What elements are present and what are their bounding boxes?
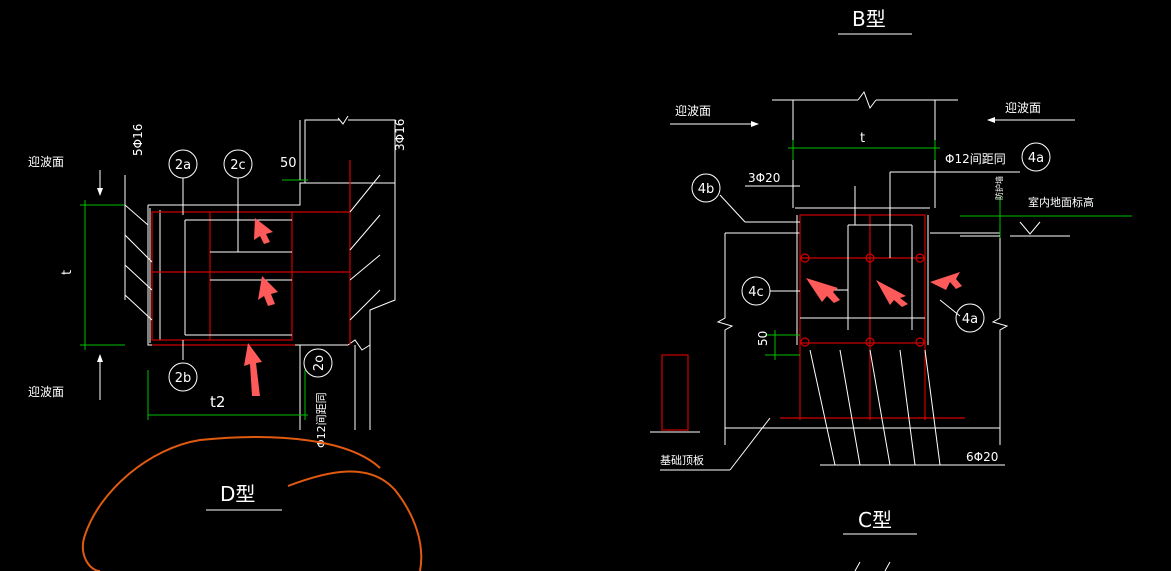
left-leaders bbox=[97, 170, 381, 400]
left-rebar-3phi16: 3Φ16 bbox=[393, 119, 407, 151]
tag-2o: 2o bbox=[303, 348, 333, 378]
tag-4b: 4b bbox=[691, 173, 721, 203]
right-rebar-cage bbox=[780, 214, 965, 420]
tag-2c: 2c bbox=[223, 149, 253, 179]
right-wave-face-left: 迎波面 bbox=[675, 104, 711, 118]
right-leaders bbox=[650, 117, 1075, 471]
left-dimensions bbox=[80, 120, 308, 420]
marker-arrow-2 bbox=[258, 276, 278, 306]
left-dim-t2: t2 bbox=[210, 393, 225, 411]
tag-4a-mid: 4a bbox=[955, 303, 985, 333]
right-wave-face-right: 迎波面 bbox=[1005, 101, 1041, 115]
svg-text:4b: 4b bbox=[698, 182, 715, 197]
left-title-d: D型 bbox=[220, 482, 255, 506]
tag-2a: 2a bbox=[168, 149, 198, 179]
right-title-b: B型 bbox=[852, 7, 886, 31]
svg-text:2b: 2b bbox=[175, 371, 192, 386]
right-rebar-3phi20: 3Φ20 bbox=[748, 171, 780, 185]
svg-text:4a: 4a bbox=[1028, 151, 1044, 166]
right-floor-level: 室内地面标高 bbox=[1028, 195, 1094, 209]
left-wave-face-bottom: 迎波面 bbox=[28, 385, 64, 399]
left-rebar-5phi16: 5Φ16 bbox=[131, 124, 145, 156]
svg-text:2o: 2o bbox=[312, 355, 327, 371]
marker-arrow-1 bbox=[254, 218, 273, 244]
left-rebar-cage bbox=[151, 160, 351, 346]
right-slab-label: 基础顶板 bbox=[660, 453, 704, 467]
right-dimensions bbox=[765, 140, 1132, 360]
orange-sketch-annotation bbox=[81, 436, 423, 571]
right-rebar-6phi20: 6Φ20 bbox=[966, 450, 998, 464]
left-dim-t: t bbox=[60, 270, 75, 275]
left-wave-face-top: 迎波面 bbox=[28, 155, 64, 169]
tag-4c: 4c bbox=[741, 276, 771, 306]
left-dim-50: 50 bbox=[280, 156, 297, 171]
right-detail: B型 bbox=[650, 7, 1132, 571]
right-spacing-label: Φ12间距同 bbox=[945, 152, 1006, 166]
svg-text:4c: 4c bbox=[748, 285, 763, 300]
right-title-c: C型 bbox=[858, 508, 892, 532]
right-dim-t: t bbox=[860, 131, 865, 146]
svg-text:4a: 4a bbox=[962, 312, 978, 327]
right-small-label: 防护墙 bbox=[994, 176, 1004, 200]
tag-4a-top: 4a bbox=[1021, 142, 1051, 172]
left-spacing-label: Φ12间距同 bbox=[315, 392, 328, 448]
tag-2b: 2b bbox=[168, 362, 198, 392]
right-wall-outline bbox=[716, 90, 1009, 445]
marker-arrow-4 bbox=[806, 278, 840, 303]
left-detail: 2a 2c 2b 2o 迎波面 迎波面 5Φ16 3Φ16 Φ12间距同 t t… bbox=[28, 115, 423, 571]
marker-arrow-3 bbox=[244, 343, 262, 396]
marker-arrow-6 bbox=[930, 272, 962, 290]
svg-text:2c: 2c bbox=[230, 158, 245, 173]
marker-arrow-5 bbox=[876, 280, 908, 307]
svg-text:2a: 2a bbox=[175, 158, 191, 173]
right-dim-50: 50 bbox=[756, 331, 770, 346]
